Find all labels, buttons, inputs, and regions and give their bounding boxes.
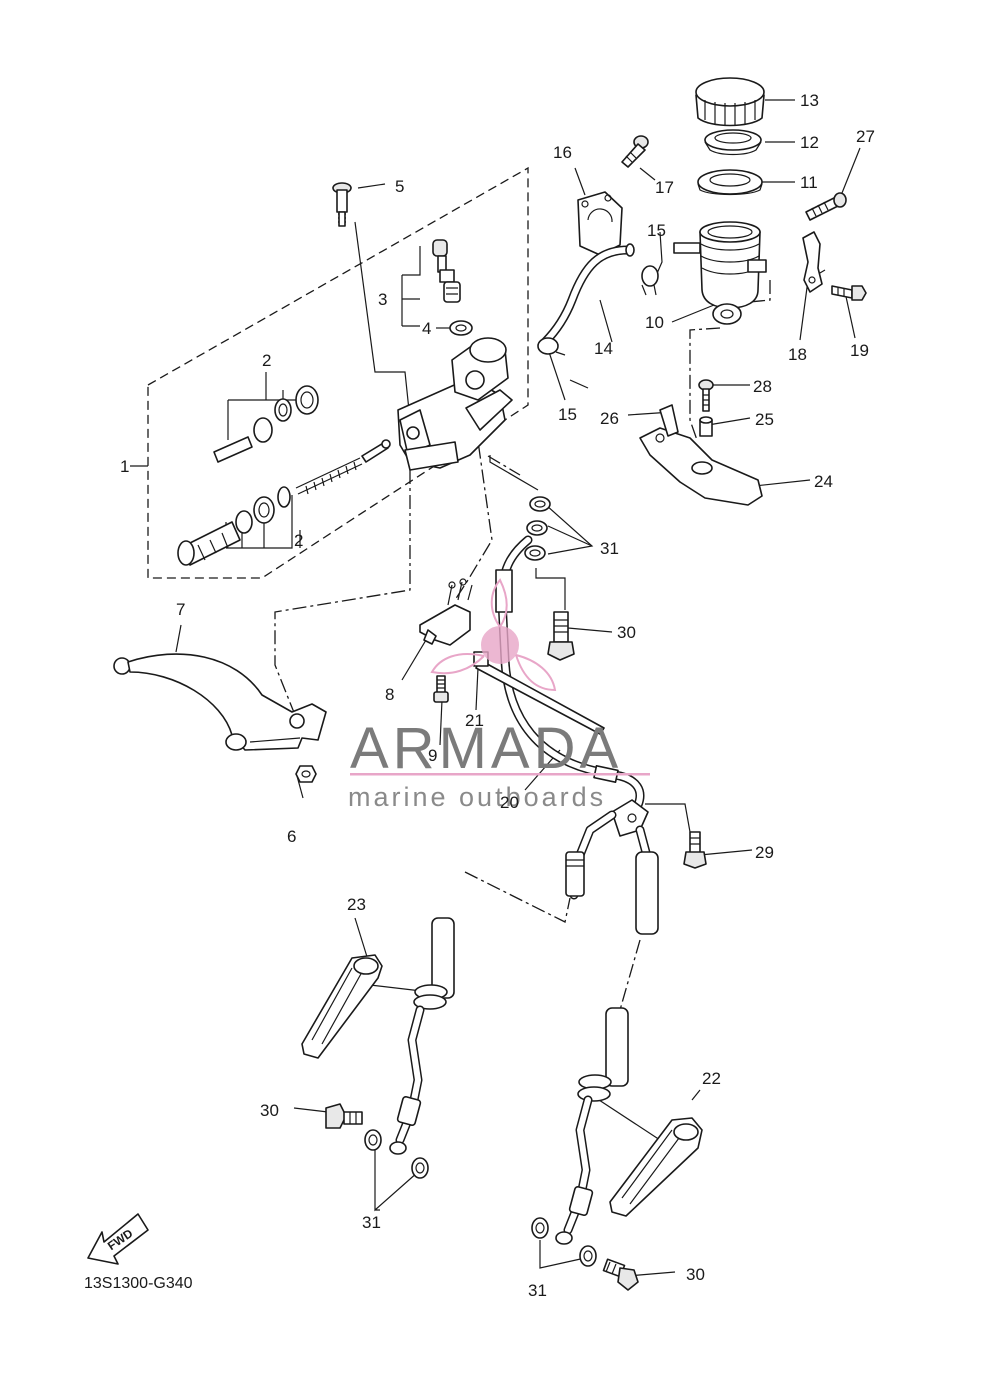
- callout-25: 25: [755, 410, 774, 429]
- callout-3: 3: [378, 290, 387, 309]
- part-2-kit-lower: [177, 439, 391, 566]
- callout-13: 13: [800, 91, 819, 110]
- watermark-underline: [350, 773, 650, 776]
- part-22-hose-guide: [609, 1117, 703, 1217]
- callout-2-upper: 2: [262, 351, 271, 370]
- callout-8: 8: [385, 685, 394, 704]
- part-31-washers-right: [531, 1217, 597, 1267]
- part-17-bolt: [621, 135, 649, 168]
- part-18-bracket: [802, 231, 823, 293]
- part-28-screw: [698, 379, 714, 412]
- watermark-propeller-logo: [430, 578, 557, 692]
- part-14-hose: [540, 243, 635, 347]
- callout-2-lower: 2: [294, 531, 303, 550]
- part-24-reservoir-bracket: [639, 427, 763, 506]
- callout-15-upper: 15: [647, 221, 666, 240]
- alignment-lines: [274, 280, 771, 1011]
- callout-31-left: 31: [362, 1213, 381, 1232]
- part-6-nut: [295, 765, 317, 783]
- callouts: 1 2 2 3 4 5 6 7 8 9 10 11 12 13 14 15 15…: [120, 91, 875, 1300]
- callout-31-upper: 31: [600, 539, 619, 558]
- callout-24: 24: [814, 472, 833, 491]
- callout-15-lower: 15: [558, 405, 577, 424]
- part-30-union-bolt-upper: [547, 611, 575, 661]
- part-23-hose-guide: [301, 954, 383, 1059]
- callout-14: 14: [594, 339, 613, 358]
- lower-hose-right-upper: [635, 825, 659, 935]
- part-5-bolt: [332, 182, 352, 227]
- part-16-holder: [577, 191, 623, 256]
- watermark: ARMADA marine outboards: [348, 578, 650, 812]
- callout-27: 27: [856, 127, 875, 146]
- part-12-plate: [704, 129, 762, 156]
- part-30-union-bolt-right: [602, 1258, 639, 1291]
- callout-30-upper: 30: [617, 623, 636, 642]
- callout-5: 5: [395, 177, 404, 196]
- callout-31-right: 31: [528, 1281, 547, 1300]
- callout-18: 18: [788, 345, 807, 364]
- callout-19: 19: [850, 341, 869, 360]
- callout-29: 29: [755, 843, 774, 862]
- branch-hose-right: [555, 1007, 629, 1245]
- part-7-brake-lever: [113, 653, 327, 751]
- callout-10: 10: [645, 313, 664, 332]
- part-15-clip-lower: [537, 337, 566, 356]
- callout-23: 23: [347, 895, 366, 914]
- callout-4: 4: [422, 319, 431, 338]
- callout-21: 21: [465, 711, 484, 730]
- branch-hose-left: [389, 917, 455, 1155]
- part-4-cap: [449, 320, 473, 336]
- lower-hose-left: [565, 810, 617, 900]
- part-10-reservoir: [673, 221, 767, 325]
- diagram-code: 13S1300-G340: [84, 1275, 193, 1292]
- watermark-brand: ARMADA: [350, 716, 622, 781]
- part-31-washers-upper: [524, 496, 551, 561]
- part-15-clip-upper: [641, 265, 659, 296]
- part-31-washers-left: [364, 1129, 429, 1179]
- part-8-brake-switch: [419, 578, 473, 646]
- callout-20: 20: [500, 793, 519, 812]
- part-26-clamp: [659, 404, 679, 437]
- part-13-cap: [695, 77, 765, 127]
- part-2-kit-upper: [213, 385, 319, 463]
- callout-7: 7: [176, 600, 185, 619]
- callout-22: 22: [702, 1069, 721, 1088]
- part-25-collar: [699, 416, 713, 437]
- callout-6: 6: [287, 827, 296, 846]
- callout-26: 26: [600, 409, 619, 428]
- callout-30-left: 30: [260, 1101, 279, 1120]
- master-cylinder-body: [397, 337, 513, 471]
- part-19-bolt: [831, 285, 867, 301]
- watermark-tagline: marine outboards: [348, 782, 606, 812]
- part-11-diaphragm: [697, 169, 763, 196]
- master-cylinder-assembly-box: [147, 166, 529, 579]
- callout-9: 9: [428, 746, 437, 765]
- callout-28: 28: [753, 377, 772, 396]
- callout-30-right: 30: [686, 1265, 705, 1284]
- part-29-bolt: [683, 831, 707, 869]
- part-3-bleeder: [432, 239, 461, 303]
- part-27-screw: [805, 192, 847, 221]
- callout-17: 17: [655, 178, 674, 197]
- callout-16: 16: [553, 143, 572, 162]
- fwd-arrow-icon: FWD: [87, 1213, 149, 1265]
- callout-1: 1: [120, 457, 129, 476]
- callout-11: 11: [800, 173, 818, 192]
- part-30-union-bolt-left: [325, 1103, 363, 1129]
- part-9-screw: [433, 675, 449, 703]
- callout-12: 12: [800, 133, 819, 152]
